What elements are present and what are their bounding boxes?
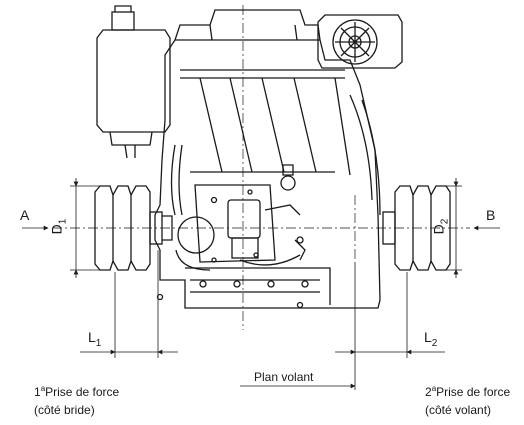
d1-label: D1 — [48, 218, 69, 235]
l1-subscript: 1 — [95, 338, 102, 349]
pto2-ordinal: a — [431, 384, 437, 393]
pto1-subtitle: (côté bride) — [34, 403, 95, 417]
pto2-number: 2 — [425, 385, 432, 399]
pulley-1 — [94, 185, 173, 271]
l2-label: L2 — [424, 329, 438, 350]
l2-subscript: 2 — [431, 338, 438, 349]
pto1-ordinal: a — [40, 384, 46, 393]
d1-letter: D — [48, 224, 65, 235]
pto2-subtitle: (côté volant) — [425, 403, 492, 417]
arrow-b-label: B — [486, 207, 496, 223]
d2-subscript: 2 — [439, 218, 451, 225]
pto1-title-text: Prise de force — [45, 385, 120, 399]
cooling-blower — [317, 14, 403, 69]
fuel-tank — [96, 5, 171, 159]
plan-volant-label: Plan volant — [254, 370, 314, 384]
l1-label: L1 — [88, 329, 102, 350]
centerlines — [52, 5, 470, 330]
engine-body — [154, 9, 381, 309]
l2-letter: L — [424, 329, 432, 345]
d2-label: D2 — [430, 218, 451, 235]
l1-letter: L — [88, 329, 96, 345]
pto2-title: 2aPrise de force — [425, 384, 511, 401]
dimension-lines — [22, 178, 500, 390]
pulley-2 — [382, 185, 451, 271]
d2-letter: D — [430, 224, 447, 235]
arrow-a-label: A — [20, 207, 30, 223]
d1-subscript: 1 — [57, 218, 69, 225]
pto1-number: 1 — [34, 385, 41, 399]
pto1-title: 1aPrise de force — [34, 384, 120, 401]
pto2-title-text: Prise de force — [436, 385, 511, 399]
